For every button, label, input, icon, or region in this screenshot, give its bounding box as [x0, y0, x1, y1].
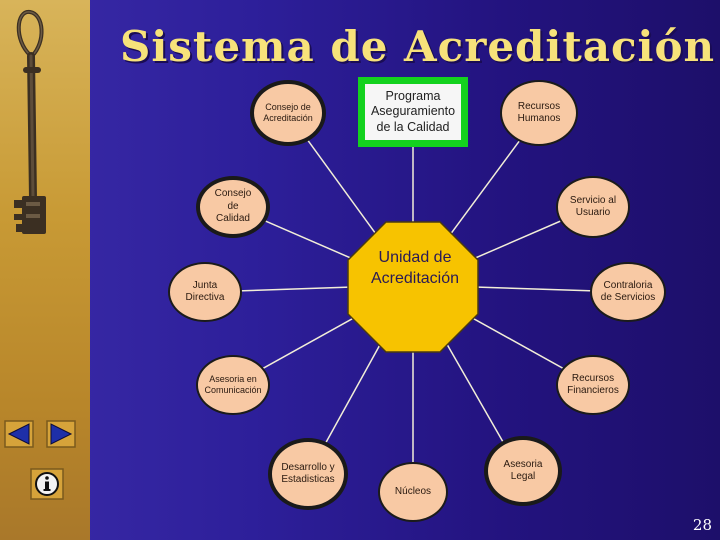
node-line: Financieros [567, 385, 619, 396]
node-line: Legal [510, 471, 536, 482]
node-line: de Servicios [600, 292, 656, 303]
next-arrow-icon [50, 423, 73, 445]
node-line: Servicio al [569, 194, 617, 206]
node-nucleos: Núcleos [378, 462, 448, 522]
node-line: Comunicación [204, 385, 262, 395]
node-line: Junta [192, 279, 218, 291]
node-line: Estadisticas [281, 474, 335, 485]
page-number: 28 [692, 516, 712, 534]
programa-line1: Programa [385, 88, 441, 103]
programa-box: Programa Aseguramiento de la Calidad [358, 77, 468, 147]
sidebar-panel [0, 0, 90, 540]
node-line: Consejo de [214, 188, 252, 212]
center-label: Unidad de Acreditación [345, 248, 485, 290]
key-image [14, 10, 46, 234]
center-octagon [347, 221, 479, 353]
info-icon [35, 472, 59, 496]
node-line: Desarrollo y [281, 461, 335, 473]
previous-arrow-icon [7, 423, 30, 445]
info-button[interactable] [30, 468, 64, 500]
programa-line2: Aseguramiento [370, 104, 456, 119]
node-line: Recursos [571, 372, 615, 384]
center-label-line2: Acreditación [370, 269, 460, 287]
node-line: Asesoria [503, 458, 543, 470]
node-line: Consejo de [265, 101, 311, 112]
next-button[interactable] [46, 420, 76, 448]
programa-line3: de la Calidad [376, 119, 450, 134]
node-line: Humanos [517, 113, 561, 124]
node-line: Contraloria [603, 279, 653, 291]
node-line: Recursos [517, 100, 561, 112]
node-line: Directiva [185, 292, 225, 303]
node-line: Acreditación [263, 113, 313, 123]
node-line: Asesoria en [209, 373, 257, 384]
center-label-line1: Unidad de [378, 249, 452, 266]
previous-button[interactable] [4, 420, 34, 448]
node-line: Calidad [216, 213, 250, 225]
slide-title: Sistema de Acreditación [120, 22, 716, 71]
node-line: Usuario [575, 207, 611, 218]
